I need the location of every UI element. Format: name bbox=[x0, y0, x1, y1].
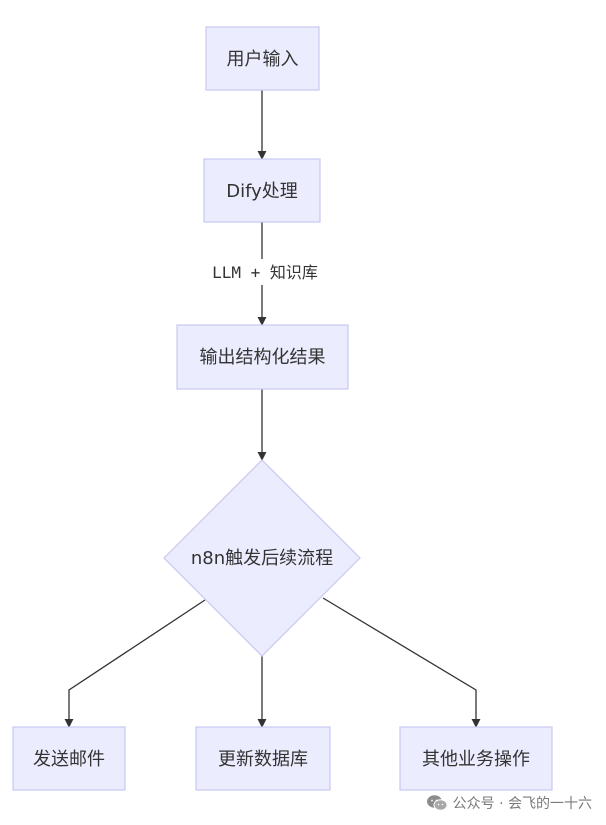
edge-label-background bbox=[194, 259, 336, 285]
node-send-email: 发送邮件 bbox=[12, 726, 126, 791]
node-user-input: 用户输入 bbox=[205, 26, 320, 91]
watermark: 公众号 · 会飞的一十六 bbox=[426, 793, 592, 813]
node-other-business-label: 其他业务操作 bbox=[422, 749, 530, 770]
node-dify: Dify处理 bbox=[203, 158, 321, 223]
node-n8n-decision: n8n触发后续流程 bbox=[163, 459, 361, 657]
node-dify-label: Dify处理 bbox=[226, 181, 298, 202]
edge-label-llm-knowledge: LLM + 知识库 bbox=[212, 263, 318, 282]
node-send-email-label: 发送邮件 bbox=[33, 749, 105, 770]
edge-n8n-to-other bbox=[322, 597, 481, 728]
node-update-db: 更新数据库 bbox=[195, 726, 331, 791]
edge-n8n-to-email bbox=[64, 599, 206, 728]
node-n8n-decision-label: n8n触发后续流程 bbox=[191, 548, 333, 569]
watermark-text: 公众号 · 会飞的一十六 bbox=[452, 796, 592, 812]
node-user-input-label: 用户输入 bbox=[227, 49, 299, 70]
node-other-business: 其他业务操作 bbox=[399, 726, 553, 791]
node-structured-output: 输出结构化结果 bbox=[176, 324, 349, 390]
node-update-db-label: 更新数据库 bbox=[218, 749, 308, 770]
wechat-icon bbox=[426, 795, 448, 811]
node-structured-output-label: 输出结构化结果 bbox=[200, 347, 326, 368]
